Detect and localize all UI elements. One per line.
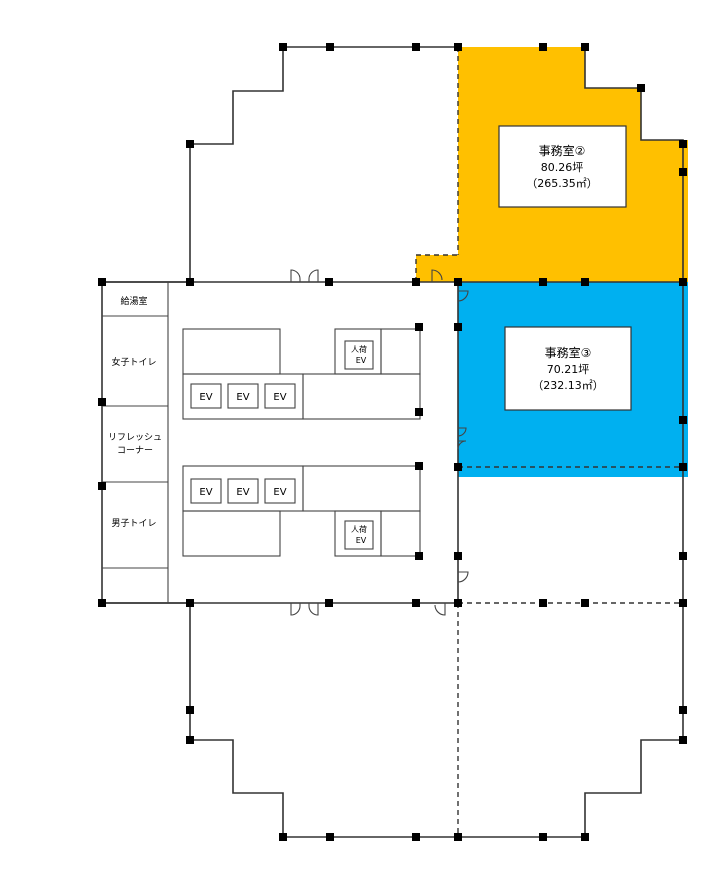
column xyxy=(454,463,462,471)
ev-label: EV xyxy=(199,487,212,498)
column xyxy=(454,323,462,331)
service-ev-label: 人荷 xyxy=(351,344,367,354)
column xyxy=(679,278,687,286)
column xyxy=(679,736,687,744)
column xyxy=(679,599,687,607)
column xyxy=(581,833,589,841)
service-ev-bottom: 人荷 EV xyxy=(344,520,374,550)
column xyxy=(454,833,462,841)
column xyxy=(415,462,423,470)
womens-toilet-label: 女子トイレ xyxy=(111,356,156,368)
column xyxy=(539,278,547,286)
column xyxy=(539,833,547,841)
column xyxy=(98,398,106,406)
column xyxy=(412,599,420,607)
column xyxy=(679,168,687,176)
column xyxy=(679,552,687,560)
column xyxy=(98,278,106,286)
column xyxy=(581,278,589,286)
column xyxy=(454,552,462,560)
column xyxy=(98,599,106,607)
column xyxy=(98,482,106,490)
service-ev-label: EV xyxy=(356,356,367,365)
ev-row-bottom: EV EV EV xyxy=(190,478,296,504)
ev-label: EV xyxy=(199,392,212,403)
kitchenette-label: 給湯室 xyxy=(120,295,147,307)
ev-label: EV xyxy=(236,392,249,403)
structural-columns xyxy=(98,43,687,841)
column xyxy=(679,140,687,148)
office-3-sqm: （232.13㎡） xyxy=(532,379,604,392)
mens-toilet-label: 男子トイレ xyxy=(111,518,156,529)
column xyxy=(186,278,194,286)
column xyxy=(581,43,589,51)
column xyxy=(454,43,462,51)
column xyxy=(539,599,547,607)
ev-label: EV xyxy=(273,487,286,498)
column xyxy=(326,833,334,841)
column xyxy=(415,323,423,331)
column xyxy=(581,599,589,607)
column xyxy=(454,599,462,607)
column xyxy=(415,408,423,416)
elevator-core xyxy=(182,328,421,557)
column xyxy=(637,84,645,92)
office-2-label-box: 事務室② 80.26坪 （265.35㎡） xyxy=(498,125,627,208)
column xyxy=(186,599,194,607)
column xyxy=(186,736,194,744)
ev-label: EV xyxy=(273,392,286,403)
column xyxy=(415,552,423,560)
office-3-label-box: 事務室③ 70.21坪 （232.13㎡） xyxy=(504,326,632,411)
column xyxy=(279,43,287,51)
column xyxy=(679,416,687,424)
column xyxy=(325,278,333,286)
ev-row-top: EV EV EV xyxy=(190,383,296,409)
service-ev-label: EV xyxy=(356,536,367,545)
column xyxy=(326,43,334,51)
refresh-corner-label: リフレッシュ xyxy=(108,433,162,443)
service-ev-label: 人荷 xyxy=(351,524,367,534)
column xyxy=(279,833,287,841)
column xyxy=(186,140,194,148)
service-ev-top: 人荷 EV xyxy=(344,340,374,370)
column xyxy=(454,278,462,286)
column xyxy=(539,43,547,51)
column xyxy=(186,706,194,714)
column xyxy=(679,706,687,714)
column xyxy=(412,43,420,51)
partition-lines xyxy=(415,47,683,837)
doors xyxy=(290,269,469,616)
column xyxy=(325,599,333,607)
office-2-sqm: （265.35㎡） xyxy=(526,177,598,190)
office-2-name: 事務室② xyxy=(539,143,586,158)
column xyxy=(412,278,420,286)
office-3-name: 事務室③ xyxy=(545,345,592,360)
office-2-tsubo: 80.26坪 xyxy=(541,161,584,174)
office-3-tsubo: 70.21坪 xyxy=(547,363,590,376)
refresh-corner-label: コーナー xyxy=(117,445,153,456)
ev-label: EV xyxy=(236,487,249,498)
column xyxy=(679,463,687,471)
column xyxy=(412,833,420,841)
